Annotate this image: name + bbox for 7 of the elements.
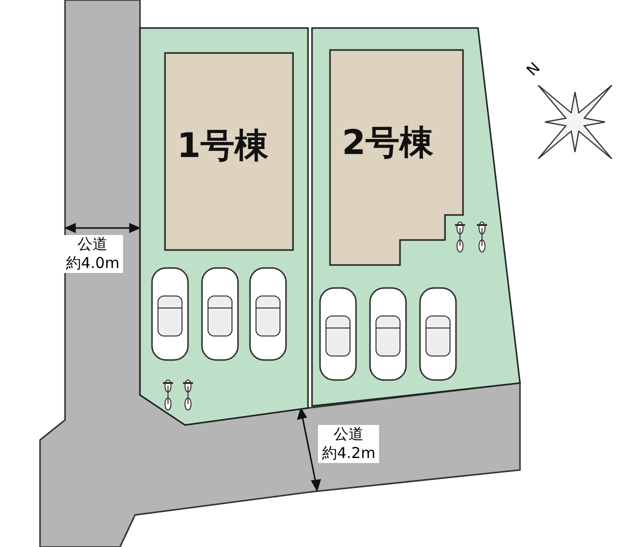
road-width-label: 公道約4.2m bbox=[318, 425, 380, 463]
building-footprint bbox=[330, 50, 463, 265]
road-width-label: 公道約4.0m bbox=[62, 235, 124, 273]
building-label: 2号棟 bbox=[342, 122, 434, 165]
building-label: 1号棟 bbox=[177, 125, 269, 168]
north-label: N bbox=[522, 58, 544, 80]
building-footprint bbox=[165, 53, 293, 250]
